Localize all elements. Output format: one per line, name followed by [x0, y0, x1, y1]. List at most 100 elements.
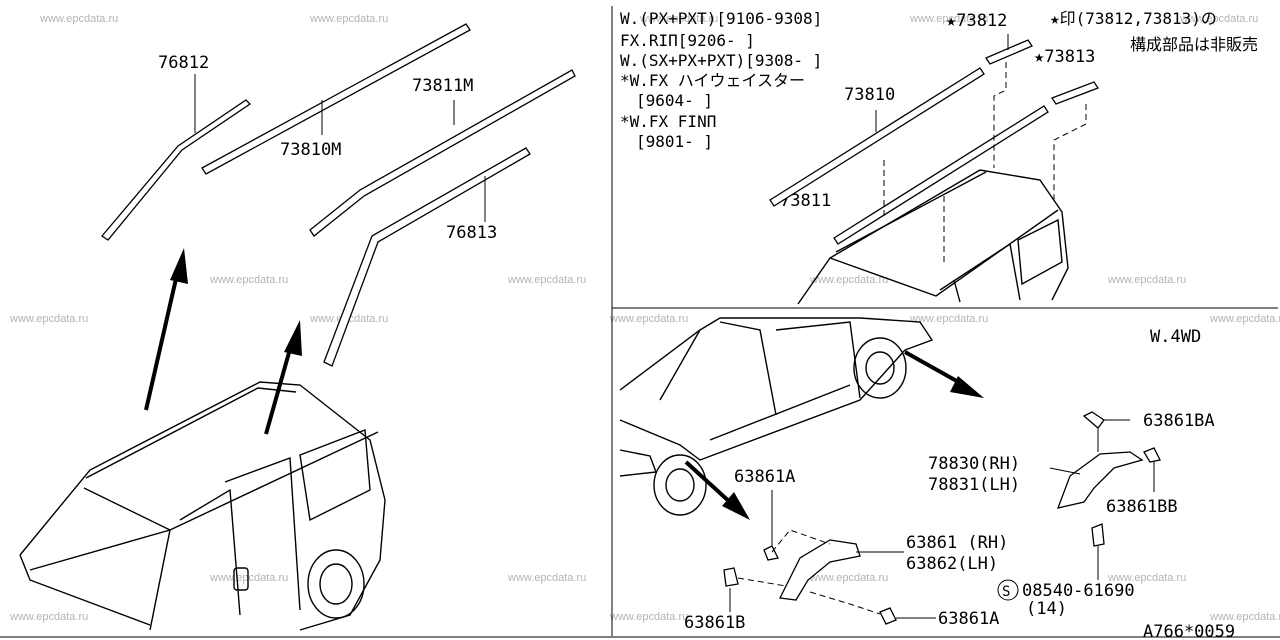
- star-note-line-2: 構成部品は非販売: [1130, 35, 1258, 54]
- label-73811: 73811: [780, 191, 831, 211]
- arrow-head-icon: [170, 248, 188, 284]
- side-molding: [709, 384, 851, 441]
- watermark-text: www.epcdata.ru: [639, 13, 718, 25]
- rear-hub: [865, 351, 895, 385]
- clip-63861BB-shape: [1143, 447, 1161, 463]
- label-76813: 76813: [446, 223, 497, 243]
- watermark-text: www.epcdata.ru: [1107, 274, 1186, 286]
- label-63862: 63862(LH): [906, 554, 998, 574]
- applicability-note-6: *W.FX FINΠ: [620, 112, 716, 131]
- watermark-text: www.epcdata.ru: [1209, 313, 1280, 325]
- label-63861A-top: 63861A: [734, 467, 795, 487]
- arrow-shaft: [264, 341, 294, 435]
- applicability-note-4: *W.FX ハイウェイスター: [620, 71, 805, 90]
- applicability-note-1: W.(PX+PXT)[9106-9308]: [620, 9, 822, 28]
- label-08540: 08540-61690: [1022, 581, 1135, 601]
- watermarks: www.epcdata.ru www.epcdata.ru www.epcdat…: [9, 13, 1280, 623]
- screw-symbol-letter: S: [1002, 584, 1010, 600]
- watermark-text: www.epcdata.ru: [209, 274, 288, 286]
- roof-edge: [829, 209, 1059, 297]
- watermark-text: www.epcdata.ru: [909, 313, 988, 325]
- molding-76812-shape: [101, 99, 252, 241]
- watermark-text: www.epcdata.ru: [809, 572, 888, 584]
- a-pillar: [659, 329, 701, 401]
- label-78830: 78830(RH): [928, 454, 1020, 474]
- applicability-note-2: FX.RIΠ[9206- ]: [620, 31, 755, 50]
- watermark-text: www.epcdata.ru: [507, 572, 586, 584]
- molding-73810M-shape: [201, 23, 471, 175]
- label-73813: ★73813: [1034, 47, 1095, 67]
- roof-rail: [835, 171, 987, 253]
- watermark-text: www.epcdata.ru: [39, 13, 118, 25]
- roof-edge: [83, 431, 379, 531]
- watermark-text: www.epcdata.ru: [507, 274, 586, 286]
- a-pillar: [149, 529, 171, 631]
- rear-window: [1017, 218, 1063, 286]
- front-hub: [665, 468, 695, 502]
- arrow-head-icon: [950, 376, 984, 398]
- dashed-connector: [737, 577, 787, 587]
- label-63861B: 63861B: [684, 613, 745, 633]
- screw-symbol-icon: [997, 579, 1019, 601]
- watermark-text: www.epcdata.ru: [609, 611, 688, 623]
- front-wheel: [653, 454, 707, 516]
- leader-line: [1049, 467, 1081, 475]
- molding-73810-shape: [769, 67, 985, 207]
- van-illustration-bottom-right: [619, 317, 934, 516]
- label-76812: 76812: [158, 53, 209, 73]
- dashed-connector: [993, 62, 1007, 168]
- door-handle: [233, 567, 249, 591]
- roof-rail: [85, 387, 297, 479]
- clip-63861B-shape: [723, 567, 739, 587]
- watermark-text: www.epcdata.ru: [809, 274, 888, 286]
- rear-window: [299, 429, 371, 522]
- watermark-text: www.epcdata.ru: [609, 313, 688, 325]
- front-door: [719, 321, 777, 416]
- right-bottom-panel: W.4WD 63861BA 78830(R: [619, 317, 1235, 640]
- dashed-connector: [1053, 104, 1087, 200]
- watermark-text: www.epcdata.ru: [909, 13, 988, 25]
- label-73810: 73810: [844, 85, 895, 105]
- sliding-door: [775, 321, 861, 399]
- molding-73811-shape: [833, 105, 1049, 245]
- dashed-connector: [809, 591, 881, 615]
- van-outline: [19, 381, 386, 631]
- van-illustration-top-right: [797, 169, 1069, 305]
- label-63861: 63861 (RH): [906, 533, 1008, 553]
- arrow-shaft: [684, 460, 734, 506]
- arrow-shaft: [904, 350, 963, 386]
- van-illustration-left: [19, 381, 386, 631]
- label-08540-qty: (14): [1026, 599, 1067, 619]
- footer-code: A766*0059: [1143, 622, 1235, 640]
- rear-wheel: [307, 549, 365, 619]
- right-top-panel: W.(PX+PXT)[9106-9308] FX.RIΠ[9206- ] W.(…: [620, 9, 1258, 305]
- front-door: [179, 488, 241, 616]
- clip-63861BA-shape: [1082, 411, 1105, 429]
- rear-fender-protector-shape: [1056, 451, 1144, 509]
- arrow-head-icon: [284, 320, 302, 356]
- label-63861A-bottom: 63861A: [938, 609, 999, 629]
- rear-wheel: [853, 337, 907, 399]
- van-beltline: [619, 349, 906, 461]
- sliding-door: [224, 457, 301, 611]
- screw-08540-shape: [1091, 523, 1105, 547]
- door-line: [953, 279, 961, 303]
- label-73812: ★73812: [946, 11, 1007, 31]
- label-78831: 78831(LH): [928, 475, 1020, 495]
- rear-hub: [319, 563, 353, 605]
- star-note-line-1: ★印(73812,73813)の: [1050, 9, 1217, 28]
- door-frame: [939, 242, 1021, 301]
- van-roofline: [619, 317, 934, 391]
- molding-76813-shape: [323, 147, 531, 367]
- watermark-text: www.epcdata.ru: [1107, 572, 1186, 584]
- applicability-note-7: [9801- ]: [636, 132, 713, 151]
- arrow-head-icon: [722, 492, 750, 520]
- applicability-note-3: W.(SX+PX+PXT)[9308- ]: [620, 51, 822, 70]
- label-73811M: 73811M: [412, 76, 473, 96]
- watermark-text: www.epcdata.ru: [309, 13, 388, 25]
- left-panel-roof-moldings: 76812 73810M 73811M 76813: [19, 23, 576, 631]
- front-bumper: [619, 449, 657, 477]
- molding-73811M-shape: [309, 69, 576, 237]
